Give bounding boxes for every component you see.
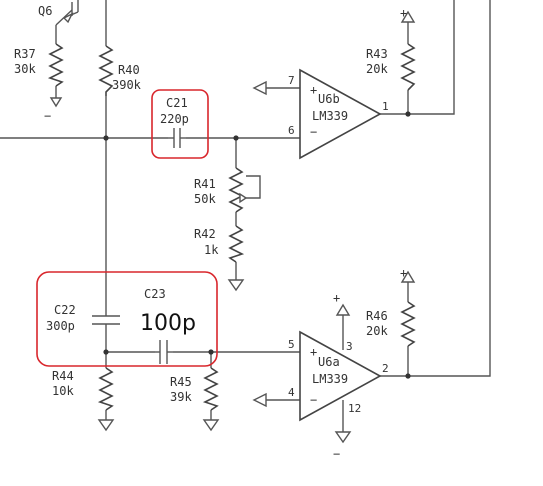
- c22-value: 300p: [46, 319, 75, 333]
- supply-markers: − + + + −: [44, 6, 407, 461]
- r42-value: 1k: [204, 243, 219, 257]
- u6b-part: LM339: [312, 109, 348, 123]
- u6b-ref: U6b: [318, 92, 340, 106]
- r44-value: 10k: [52, 384, 74, 398]
- u6b-pin-6: 6: [288, 124, 295, 137]
- ground-icon: [227, 279, 245, 292]
- highlight-box-c22-c23: [36, 271, 218, 367]
- left-arrow-icon: [252, 80, 267, 96]
- wires: [0, 0, 491, 432]
- r45-value: 39k: [170, 390, 192, 404]
- ground-symbols: [49, 97, 352, 444]
- resistor-r41-pot: R41 50k: [194, 167, 248, 213]
- u6a-part: LM339: [312, 372, 348, 386]
- r41-value: 50k: [194, 192, 216, 206]
- junction-dots: [103, 111, 411, 379]
- resistor-r40: R40 390k: [98, 45, 142, 96]
- ground-icon: [202, 419, 220, 432]
- up-arrow-icon: [400, 10, 416, 23]
- comparator-u6b: + − U6b LM339 7 6 1: [288, 68, 389, 160]
- up-arrow-icon: [335, 303, 351, 316]
- resistor-r37: R37 30k: [14, 43, 64, 87]
- u6a-pin-12: 12: [348, 402, 361, 415]
- r37-ref: R37: [14, 47, 36, 61]
- c23-value: 100p: [140, 311, 196, 336]
- capacitor-c22: C22 300p: [46, 300, 120, 335]
- ground-icon: [49, 97, 63, 108]
- u6a-ref: U6a: [318, 355, 340, 369]
- r40-ref: R40: [118, 63, 140, 77]
- u6a-supply-minus: −: [333, 447, 340, 461]
- left-arrow-icon: [252, 392, 267, 408]
- c22-ref: C22: [54, 303, 76, 317]
- r46-value: 20k: [366, 324, 388, 338]
- r45-ref: R45: [170, 375, 192, 389]
- r43-supply-plus: +: [400, 6, 407, 20]
- u6a-plus: +: [310, 345, 317, 359]
- r43-ref: R43: [366, 47, 388, 61]
- c23-ref: C23: [144, 287, 166, 301]
- r46-supply-plus: +: [400, 266, 407, 280]
- r41-ref: R41: [194, 177, 216, 191]
- resistor-r45: R45 39k: [170, 367, 219, 411]
- ground-icon: [97, 419, 115, 432]
- u6b-minus: −: [310, 125, 317, 139]
- resistor-r44: R44 10k: [52, 367, 114, 411]
- transistor-q6: Q6: [38, 2, 79, 24]
- u6b-pin-7: 7: [288, 74, 295, 87]
- comparator-u6a: + − U6a LM339 5 4 2 3 12: [288, 330, 389, 422]
- c21-ref: C21: [166, 96, 188, 110]
- r37-supply-minus: −: [44, 109, 51, 123]
- resistor-r43: R43 20k: [366, 43, 416, 91]
- up-arrow-icon: [400, 270, 416, 283]
- u6b-plus: +: [310, 83, 317, 97]
- capacitor-c21: C21 220p: [160, 96, 189, 148]
- connector-arrows: [252, 10, 416, 408]
- r44-ref: R44: [52, 369, 74, 383]
- ground-icon: [334, 431, 352, 444]
- u6b-pin-1: 1: [382, 100, 389, 113]
- q6-ref: Q6: [38, 4, 52, 18]
- capacitor-c23: C23 100p: [140, 287, 196, 364]
- r43-value: 20k: [366, 62, 388, 76]
- u6a-pin-4: 4: [288, 386, 295, 399]
- resistor-r46: R46 20k: [366, 301, 416, 347]
- u6a-pin-3: 3: [346, 340, 353, 353]
- u6a-pin-2: 2: [382, 362, 389, 375]
- c21-value: 220p: [160, 112, 189, 126]
- u6a-supply-plus: +: [333, 291, 340, 305]
- r37-value: 30k: [14, 62, 36, 76]
- r40-value: 390k: [112, 78, 142, 92]
- u6a-minus: −: [310, 393, 317, 407]
- highlight-box-c21: [151, 89, 209, 159]
- u6a-pin-5: 5: [288, 338, 295, 351]
- resistor-r42: R42 1k: [194, 225, 245, 263]
- r46-ref: R46: [366, 309, 388, 323]
- r42-ref: R42: [194, 227, 216, 241]
